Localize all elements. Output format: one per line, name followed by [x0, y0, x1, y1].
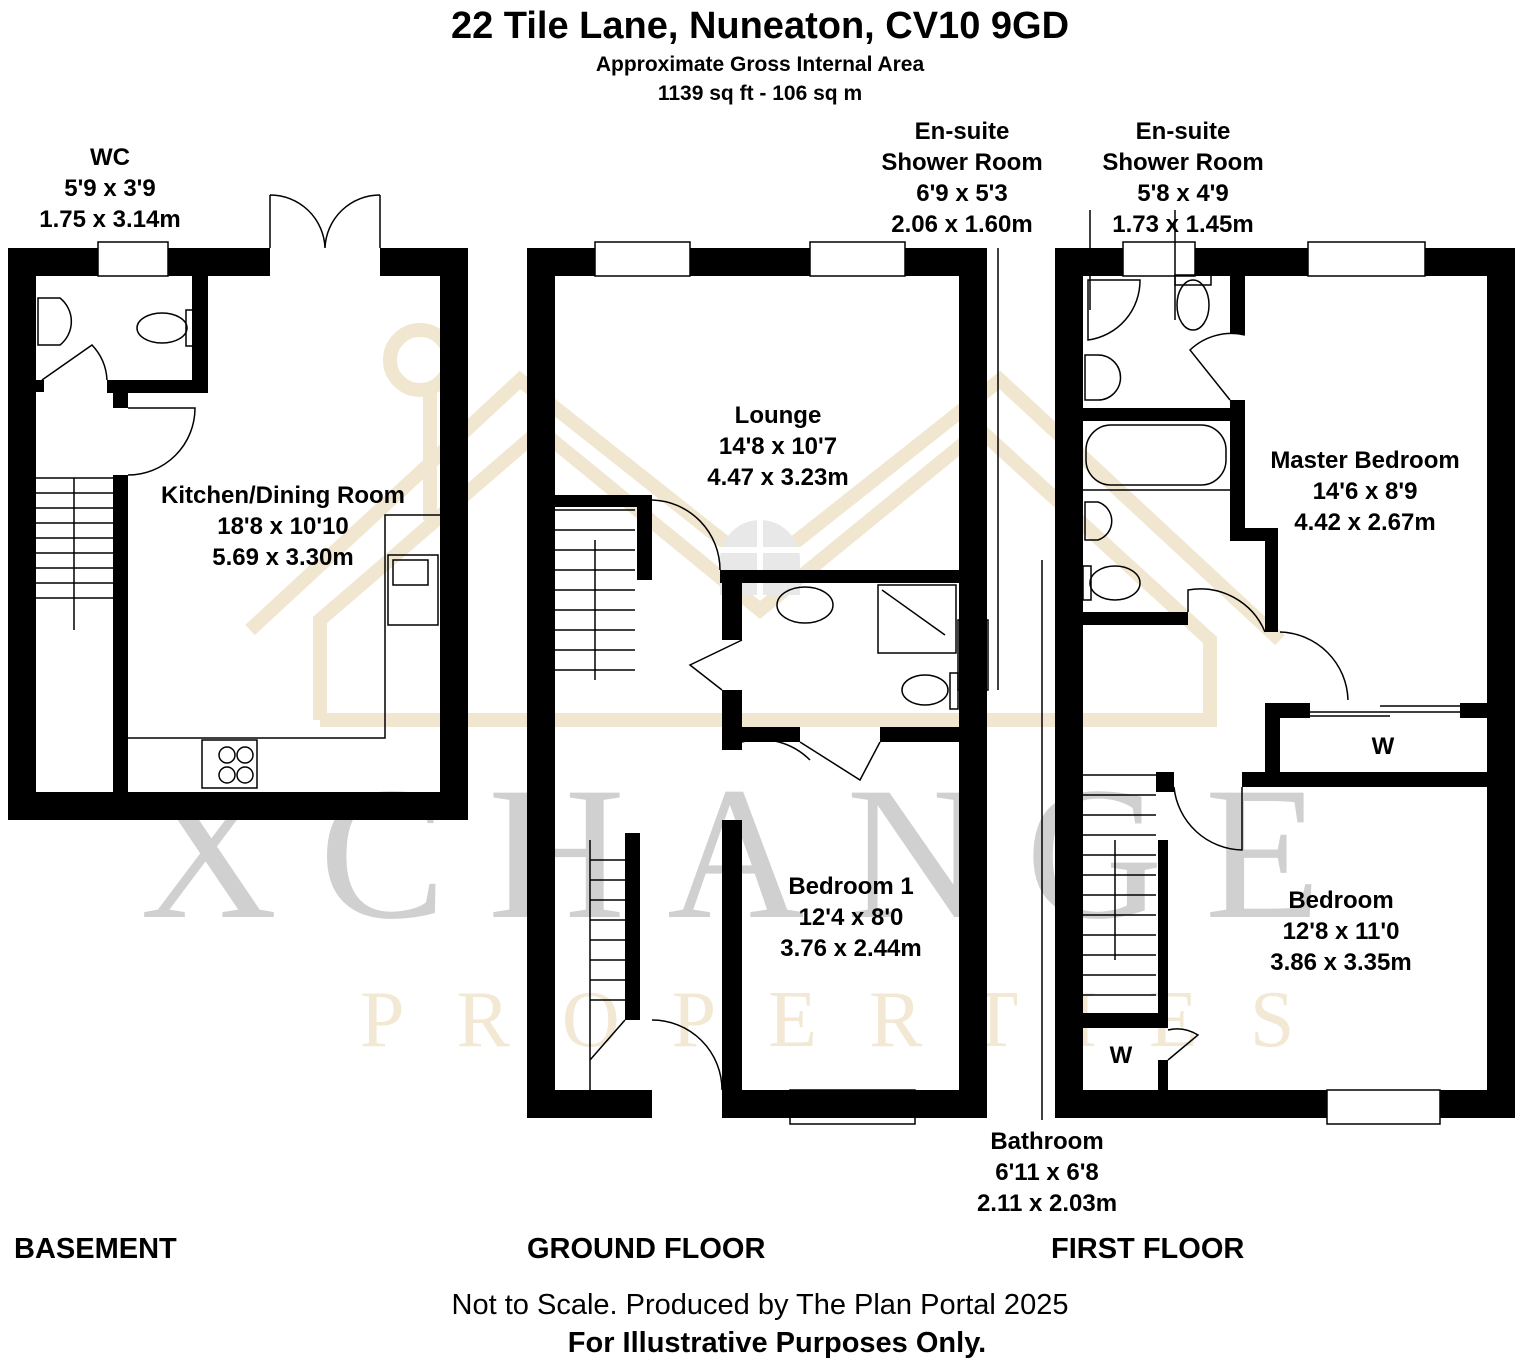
gross-area: 1139 sq ft - 106 sq m	[657, 82, 863, 105]
floor-label-basement: BASEMENT	[14, 1233, 177, 1265]
fixtures	[36, 194, 1460, 1125]
floor-label-ground: GROUND FLOOR	[527, 1233, 766, 1265]
walls	[8, 248, 1515, 1118]
wardrobe-label: W	[1371, 733, 1395, 760]
area-subtitle: Approximate Gross Internal Area	[595, 53, 925, 76]
scale-note: Not to Scale. Produced by The Plan Porta…	[451, 1289, 1069, 1321]
property-address: 22 Tile Lane, Nuneaton, CV10 9GD	[450, 5, 1070, 47]
floor-label-first: FIRST FLOOR	[1051, 1233, 1245, 1265]
disclaimer: For Illustrative Purposes Only.	[567, 1327, 987, 1359]
wardrobe-label: W	[1109, 1042, 1133, 1069]
